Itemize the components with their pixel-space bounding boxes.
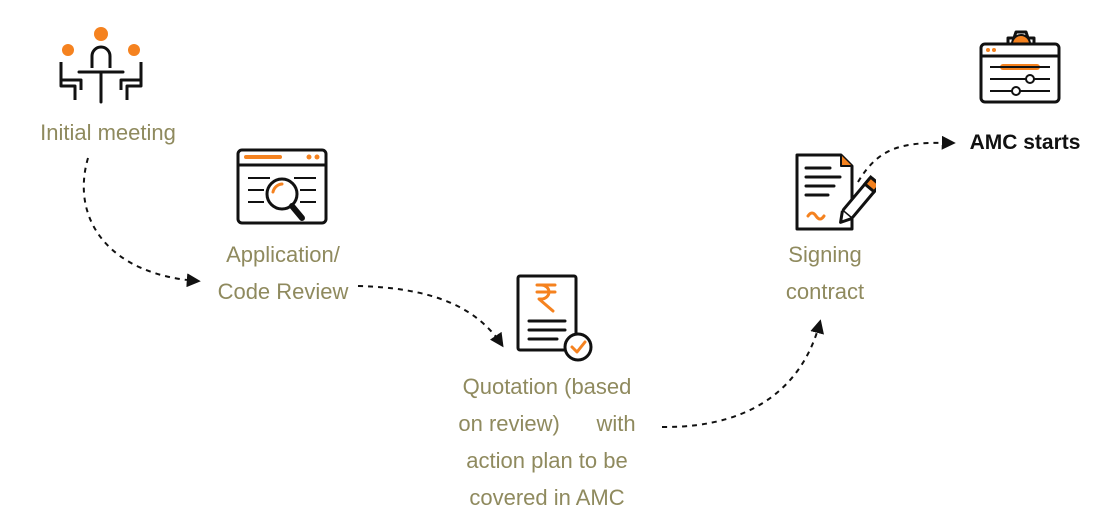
label-line: covered in AMC — [469, 485, 625, 510]
code-review-icon — [236, 148, 328, 225]
label-line: contract — [785, 279, 865, 304]
label-line: AMC starts — [969, 131, 1081, 154]
step-label-amc-starts: AMC starts — [955, 124, 1095, 161]
amc-settings-icon — [979, 30, 1061, 104]
quotation-icon — [516, 274, 593, 362]
connector-review-to-quotation — [357, 285, 504, 348]
connector-contract-to-amc — [857, 135, 956, 183]
label-line: Quotation (based — [462, 374, 632, 399]
step-label-code-review: Application/ Code Review — [190, 236, 376, 310]
step-label-signing-contract: Signing contract — [745, 236, 905, 310]
contract-icon — [795, 153, 876, 231]
label-line: Initial meeting — [40, 120, 176, 145]
label-line: Code Review — [217, 279, 349, 304]
label-line: Signing — [788, 242, 862, 267]
step-label-initial-meeting: Initial meeting — [18, 114, 198, 151]
label-line: action plan to be — [466, 448, 628, 473]
connector-meeting-to-review — [82, 157, 201, 288]
label-line: on review) with — [458, 411, 636, 436]
step-label-quotation: Quotation (based on review) with action … — [442, 368, 652, 516]
label-line: Application/ — [226, 242, 340, 267]
meeting-icon — [59, 27, 143, 104]
connector-quotation-to-contract — [661, 319, 824, 429]
